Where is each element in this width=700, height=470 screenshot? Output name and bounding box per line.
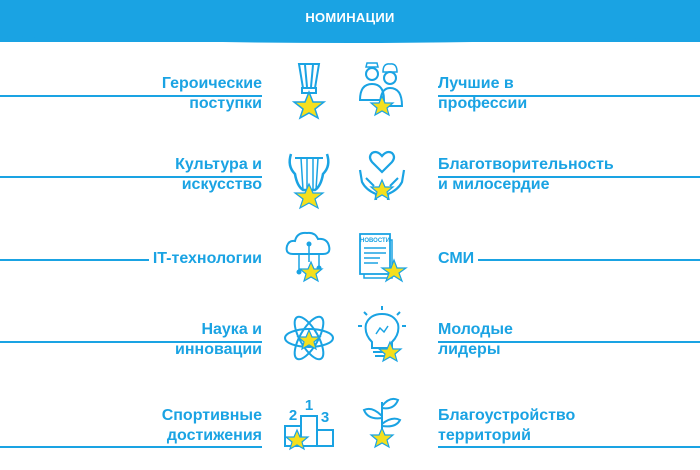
newspaper-badge-text: НОВОСТИ	[360, 238, 390, 244]
nomination-label-line1: Культура и	[175, 156, 262, 173]
nomination-label-line2: и милосердие	[438, 176, 550, 193]
nomination-heroic: Героические поступки	[162, 74, 262, 114]
nomination-label-line2: искусство	[181, 176, 262, 193]
nomination-label-line1: Благоустройство	[438, 407, 576, 424]
nomination-media: СМИ	[438, 249, 479, 269]
divider-line-left	[0, 176, 262, 178]
nomination-row: Спортивные достижения 2 1 3 Благоустройс…	[0, 390, 700, 470]
newspaper-icon: НОВОСТИ	[359, 233, 408, 283]
hands-heart-icon	[358, 150, 406, 201]
nomination-label-line1: IT-технологии	[148, 249, 262, 269]
nomination-row: IT-технологии НОВОСТИ СМИ	[0, 222, 700, 302]
nomination-charity: Благотворительность и милосердие	[438, 155, 614, 195]
page-title: НОМИНАЦИИ	[305, 10, 395, 25]
nomination-label-line2: территорий	[438, 427, 531, 444]
nomination-label-line1: Благотворительность	[438, 156, 614, 173]
divider-line-left	[0, 341, 262, 343]
atom-icon	[284, 315, 334, 361]
nomination-best-in-profession: Лучшие в профессии	[438, 74, 527, 114]
nomination-label-line1: Наука и	[201, 321, 262, 338]
podium-place-3: 3	[321, 409, 329, 426]
nomination-label-line1: Героические	[161, 75, 262, 92]
sprout-icon	[362, 397, 402, 449]
professionals-icon	[358, 62, 404, 117]
divider-line-right	[438, 259, 700, 261]
nomination-label-line1: СМИ	[438, 249, 479, 269]
divider-line-right	[438, 446, 700, 448]
nomination-label-line2: достижения	[166, 427, 262, 444]
podium-place-1: 1	[305, 397, 313, 414]
nomination-row: Культура и искусство Благотворительность…	[0, 142, 700, 222]
nomination-row: Наука и инновации Молодые лидеры	[0, 304, 700, 384]
divider-line-right	[438, 95, 700, 97]
lyre-icon	[288, 153, 330, 210]
nomination-culture: Культура и искусство	[175, 155, 262, 195]
nomination-label-line2: инновации	[175, 341, 262, 358]
nomination-science: Наука и инновации	[175, 320, 262, 360]
podium-icon: 2 1 3	[284, 397, 334, 451]
divider-line-left	[0, 259, 262, 261]
nomination-label-line1: Спортивные	[161, 407, 262, 424]
nomination-landscaping: Благоустройство территорий	[438, 406, 575, 446]
nomination-label-line1: Лучшие в	[438, 75, 514, 92]
nomination-young-leaders: Молодые лидеры	[438, 320, 513, 360]
divider-line-left	[0, 446, 262, 448]
nomination-label-line2: лидеры	[438, 341, 501, 358]
nomination-label-line2: поступки	[189, 95, 262, 112]
divider-line-right	[438, 341, 700, 343]
cloud-network-icon	[285, 231, 331, 283]
nomination-row: Героические поступки Лучшие в профессии	[0, 56, 700, 136]
divider-line-right	[438, 176, 700, 178]
divider-line-left	[0, 95, 262, 97]
podium-place-2: 2	[289, 407, 297, 424]
medal-icon	[291, 63, 327, 120]
nomination-label-line1: Молодые	[438, 321, 513, 338]
nomination-it: IT-технологии	[148, 249, 262, 269]
lightbulb-icon	[358, 306, 406, 363]
nomination-label-line2: профессии	[438, 95, 528, 112]
header-banner-curve	[0, 34, 700, 43]
nomination-sports: Спортивные достижения	[162, 406, 262, 446]
